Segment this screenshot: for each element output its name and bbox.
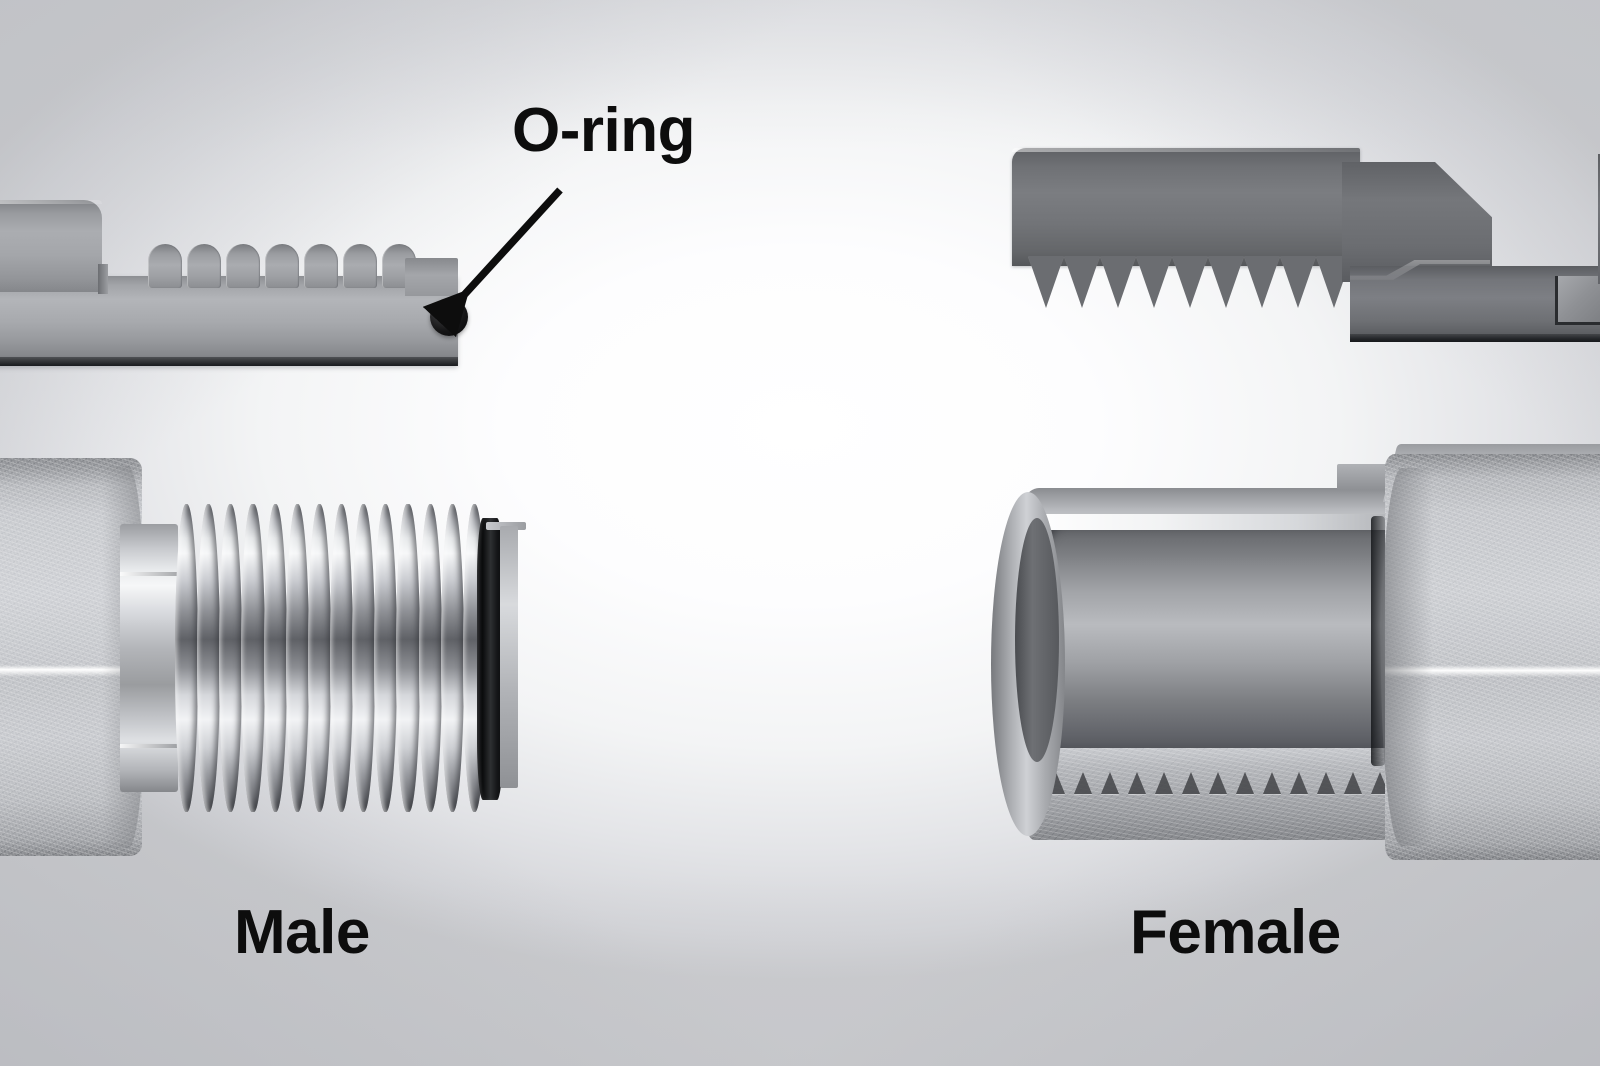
thread-ring	[396, 504, 420, 812]
male-cross-section-shoulder	[0, 200, 102, 292]
female-inner-wall-texture	[1029, 748, 1405, 840]
thread-tooth	[304, 244, 338, 288]
thread-tooth	[1280, 256, 1316, 308]
thread-tooth	[343, 244, 377, 288]
thread-tooth	[1208, 256, 1244, 308]
male-cross-section-thread-teeth	[148, 244, 416, 288]
internal-thread-mark	[1344, 772, 1362, 794]
thread-ring	[374, 504, 398, 812]
thread-tooth	[1172, 256, 1208, 308]
male-cross-section-diagram	[0, 186, 480, 386]
thread-ring	[263, 504, 287, 812]
female-cross-section-right-wall	[1598, 154, 1600, 284]
female-cross-section-diagram	[1012, 148, 1600, 358]
male-external-threads	[175, 504, 486, 812]
internal-thread-mark	[1101, 772, 1119, 794]
thread-tooth	[226, 244, 260, 288]
female-fitting-render	[985, 444, 1600, 862]
male-polished-collar	[120, 524, 178, 792]
thread-ring	[219, 504, 243, 812]
female-cross-section-thread-teeth	[1028, 256, 1352, 308]
thread-ring	[285, 504, 309, 812]
female-hex-nut-tab	[1337, 464, 1389, 490]
thread-tooth	[187, 244, 221, 288]
male-cross-section-step-face	[98, 264, 108, 294]
female-caption: Female	[1130, 898, 1341, 967]
thread-tooth	[1028, 256, 1064, 308]
female-bore-top-chamfer	[1029, 514, 1401, 530]
thread-ring	[440, 504, 464, 812]
internal-thread-mark	[1317, 772, 1335, 794]
female-front-rim-inner	[1015, 518, 1059, 762]
thread-tooth	[1064, 256, 1100, 308]
internal-thread-mark	[1182, 772, 1200, 794]
female-cross-section-insert-block	[1555, 276, 1600, 325]
female-cross-section-slab	[1012, 148, 1360, 266]
internal-thread-mark	[1074, 772, 1092, 794]
female-hex-nut-chamfer	[1381, 468, 1433, 846]
thread-tooth	[148, 244, 182, 288]
male-cross-section-body	[0, 186, 480, 386]
male-tip-shoulder	[500, 526, 518, 788]
internal-thread-mark	[1263, 772, 1281, 794]
internal-thread-mark	[1209, 772, 1227, 794]
female-inner-bore	[1031, 520, 1407, 758]
thread-tooth	[1100, 256, 1136, 308]
male-oring-seal	[477, 518, 503, 800]
thread-tooth	[1244, 256, 1280, 308]
internal-thread-mark	[1236, 772, 1254, 794]
internal-thread-mark	[1155, 772, 1173, 794]
female-inner-wall	[1029, 748, 1405, 840]
internal-thread-mark	[1371, 772, 1389, 794]
oring-callout-arrow	[422, 187, 563, 338]
arrow-shaft	[422, 187, 563, 338]
male-fitting-render	[0, 452, 570, 862]
thread-ring	[329, 504, 354, 812]
thread-ring	[307, 504, 331, 812]
thread-ring	[418, 504, 442, 812]
internal-thread-mark	[1290, 772, 1308, 794]
thread-ring	[175, 504, 199, 812]
thread-ring	[241, 504, 265, 812]
male-collar-ring-upper	[120, 572, 178, 576]
thread-ring	[197, 504, 221, 812]
male-collar-ring-lower	[120, 744, 178, 748]
oring-label: O-ring	[512, 96, 695, 165]
thread-tooth	[1136, 256, 1172, 308]
internal-thread-mark	[1128, 772, 1146, 794]
thread-tooth	[265, 244, 299, 288]
thread-ring	[352, 504, 376, 812]
male-caption: Male	[234, 898, 370, 967]
